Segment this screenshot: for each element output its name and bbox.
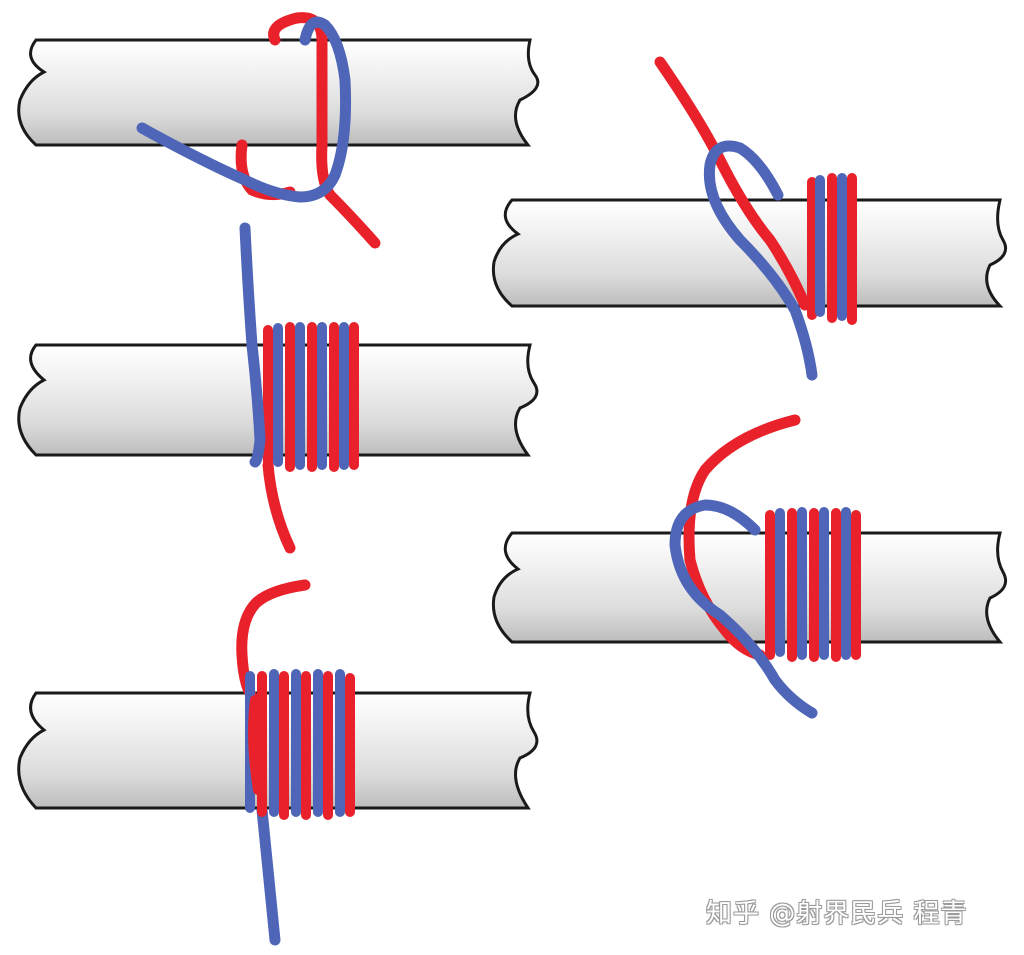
pipe bbox=[17, 38, 540, 147]
step-4-wraps-complete bbox=[491, 414, 1008, 719]
blue-rope bbox=[669, 499, 818, 719]
blue-wrap bbox=[273, 322, 349, 470]
step-1-loop-around-pipe bbox=[17, 12, 540, 249]
red-wrap bbox=[257, 671, 355, 820]
step-3-many-wraps bbox=[17, 222, 539, 554]
red-wrap bbox=[263, 322, 359, 472]
red-rope bbox=[262, 459, 296, 554]
blue-rope bbox=[136, 16, 352, 203]
red-wrap bbox=[765, 508, 861, 662]
blue-wrap bbox=[775, 507, 851, 660]
pipe bbox=[491, 531, 1008, 644]
blue-wrap bbox=[815, 173, 847, 321]
watermark-text: 知乎 @射界民兵 程青 bbox=[706, 899, 968, 929]
blue-rope bbox=[239, 222, 258, 351]
red-rope bbox=[683, 414, 801, 661]
step-5-ends-crossed bbox=[17, 579, 539, 946]
blue-rope bbox=[703, 140, 818, 381]
red-wrap bbox=[807, 173, 857, 325]
blue-rope bbox=[256, 804, 281, 946]
red-rope bbox=[248, 695, 263, 795]
blue-rope bbox=[246, 339, 266, 468]
step-2-wraps-begun bbox=[491, 56, 1008, 381]
red-rope bbox=[654, 56, 811, 311]
